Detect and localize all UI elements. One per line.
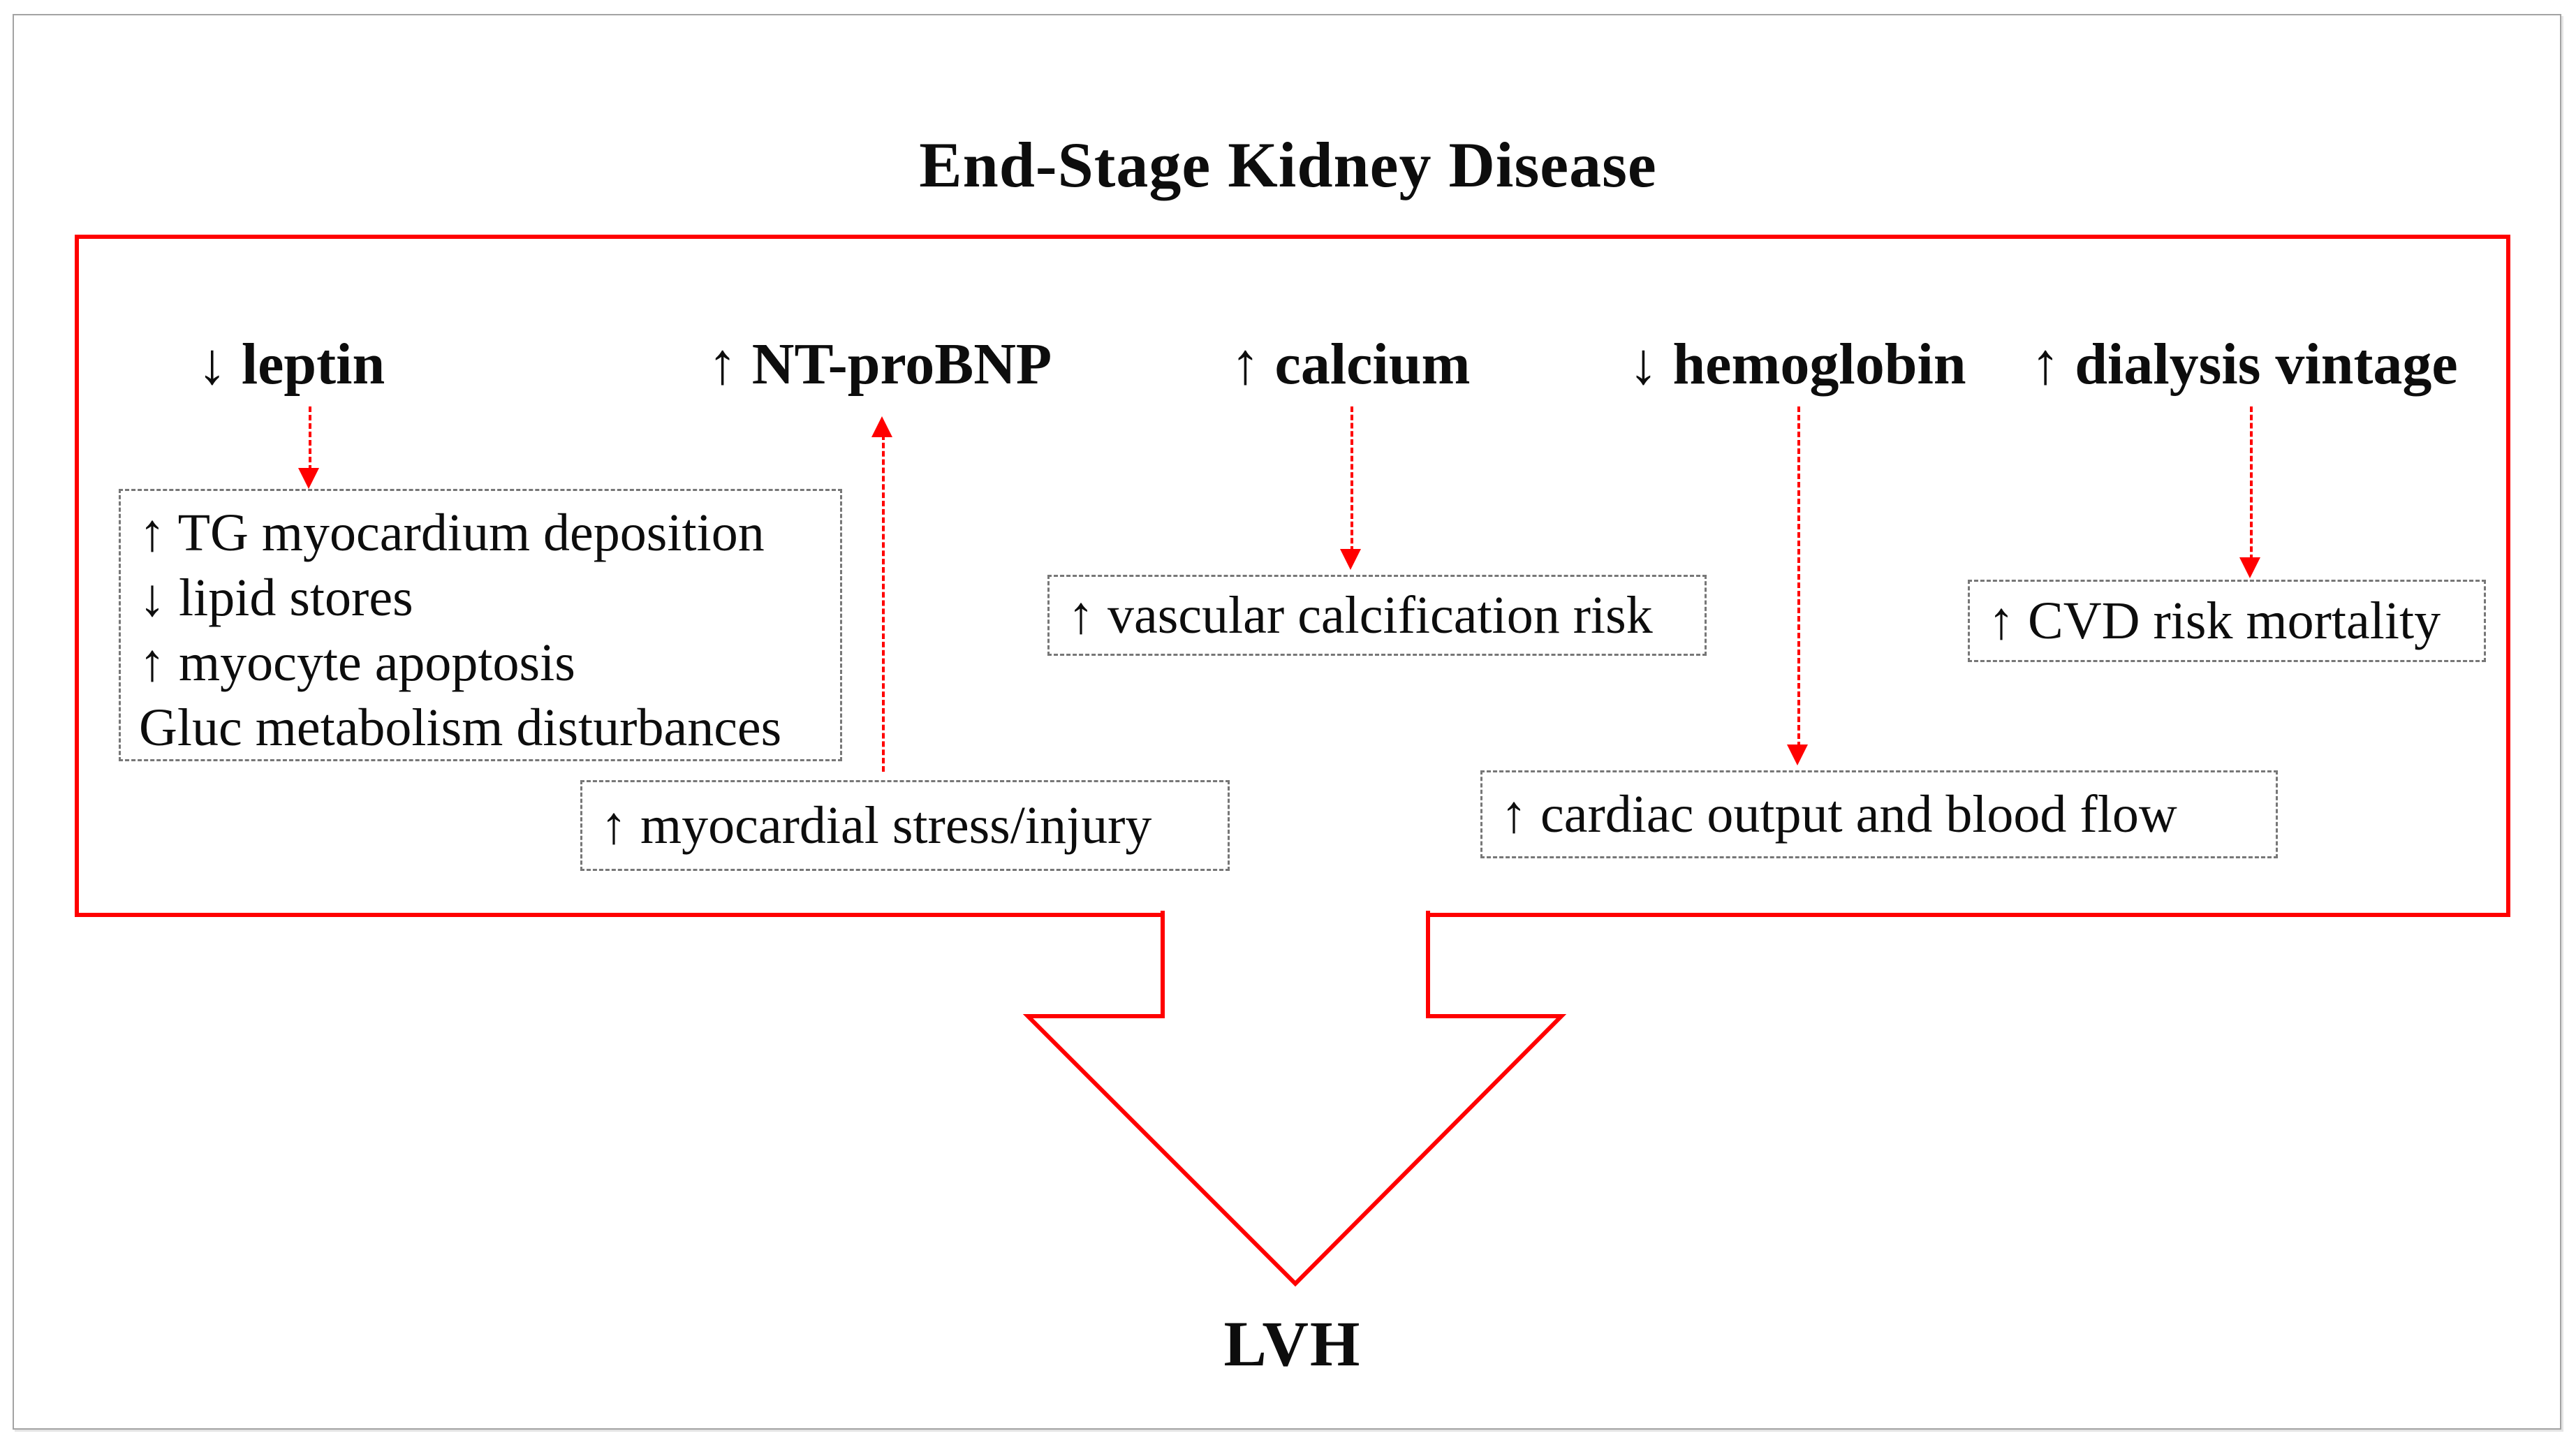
factor-label-hemoglobin: ↓ hemoglobin bbox=[1628, 332, 1966, 397]
dialysis-vintage-effect-arrow-icon bbox=[2238, 406, 2262, 578]
leptin-effect-line: ↑ TG myocardium deposition bbox=[139, 504, 765, 562]
factor-label-leptin: ↓ leptin bbox=[197, 332, 385, 397]
cvd-risk-box: ↑ CVD risk mortality bbox=[1968, 580, 2486, 662]
cvd-risk-label: ↑ CVD risk mortality bbox=[1988, 592, 2441, 650]
outcome-label-lvh: LVH bbox=[1223, 1308, 1362, 1379]
cardiac-output-box: ↑ cardiac output and blood flow bbox=[1480, 770, 2278, 858]
calcium-arrowhead-icon bbox=[1340, 549, 1361, 570]
figure-frame bbox=[13, 14, 2561, 1430]
myocardial-stress-box: ↑ myocardial stress/injury bbox=[580, 780, 1230, 871]
dialysis-vintage-arrowhead-icon bbox=[2239, 557, 2260, 578]
factor-label-dialysis-vintage: ↑ dialysis vintage bbox=[2031, 332, 2458, 397]
leptin-arrowhead-icon bbox=[298, 468, 319, 489]
factor-label-calcium: ↑ calcium bbox=[1230, 332, 1471, 397]
cardiac-output-label: ↑ cardiac output and blood flow bbox=[1501, 785, 2177, 844]
leptin-effect-line: ↓ lipid stores bbox=[139, 569, 413, 627]
leptin-effect-line: ↑ myocyte apoptosis bbox=[139, 633, 575, 692]
myocardial-stress-label: ↑ myocardial stress/injury bbox=[601, 796, 1152, 855]
dialysis-vintage-arrow-line bbox=[2250, 406, 2253, 560]
leptin-effect-line: Gluc metabolism disturbances bbox=[139, 698, 782, 757]
nt-probnp-arrowhead-icon bbox=[871, 416, 892, 437]
vascular-calcification-box: ↑ vascular calcification risk bbox=[1047, 575, 1707, 656]
nt-probnp-effect-arrow-icon bbox=[870, 416, 894, 772]
hemoglobin-arrow-line bbox=[1797, 406, 1800, 747]
page-title: End-Stage Kidney Disease bbox=[919, 129, 1657, 200]
nt-probnp-arrow-line bbox=[882, 434, 885, 772]
factor-label-nt-probnp: ↑ NT-proBNP bbox=[707, 332, 1052, 397]
leptin-effects-box: ↑ TG myocardium deposition ↓ lipid store… bbox=[119, 489, 842, 761]
leptin-effect-arrow-icon bbox=[297, 406, 321, 489]
leptin-arrow-line bbox=[309, 406, 311, 471]
calcium-effect-arrow-icon bbox=[1339, 406, 1362, 570]
hemoglobin-effect-arrow-icon bbox=[1786, 406, 1809, 765]
hemoglobin-arrowhead-icon bbox=[1787, 744, 1808, 765]
calcium-arrow-line bbox=[1350, 406, 1353, 552]
vascular-calcification-label: ↑ vascular calcification risk bbox=[1068, 586, 1653, 645]
